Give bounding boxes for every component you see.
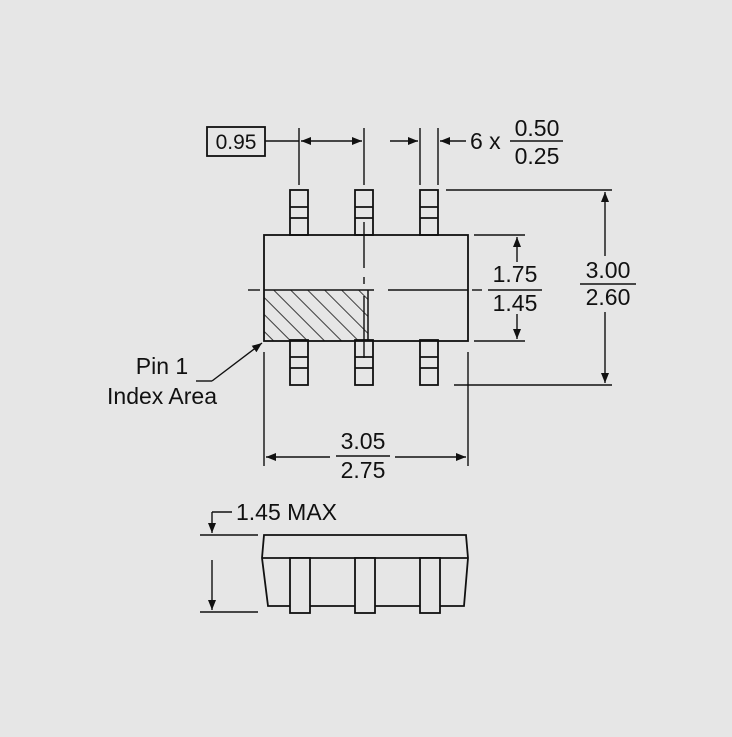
pitch-label: 0.95 [216,131,257,154]
body-width-dimension [474,234,542,342]
centerlines [248,222,482,358]
height-label: 1.45 MAX [236,499,337,525]
body-width-max-label: 1.75 [493,261,538,287]
lead-width-min-label: 0.25 [515,143,560,169]
height-dimension [200,511,258,613]
overall-width-min-label: 2.60 [586,284,631,310]
pin1-label-line2: Index Area [107,383,217,409]
side-view [261,534,469,614]
pin1-leader [196,342,263,382]
pin1-index-hatch [264,290,368,341]
lead-width-dimension [390,128,563,185]
body-width-min-label: 1.45 [493,290,538,316]
body-length-dimension [263,352,469,466]
lead-count-label: 6 x [470,128,501,154]
pitch-dimension [206,126,365,185]
lead-width-max-label: 0.50 [515,115,560,141]
overall-width-max-label: 3.00 [586,257,631,283]
body-length-max-label: 3.05 [341,428,386,454]
pin1-label-line1: Pin 1 [136,353,188,379]
body-length-min-label: 2.75 [341,457,386,483]
overall-width-dimension [446,189,636,386]
package-body [263,234,469,342]
top-pins [289,189,439,236]
